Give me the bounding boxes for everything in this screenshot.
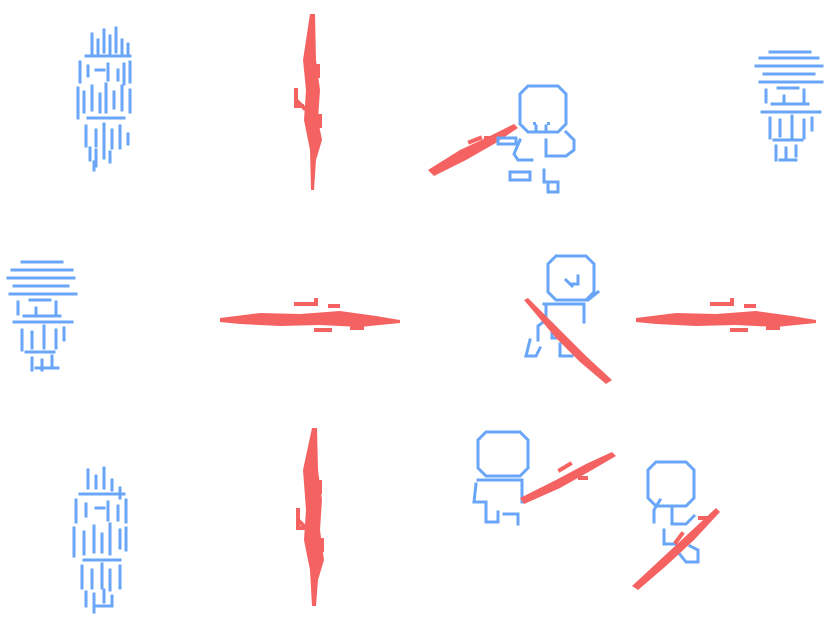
ghost-sprite-mid-left	[6, 260, 78, 372]
hero-sword-right-forward	[472, 430, 616, 526]
horizontal-slash-center	[220, 298, 400, 332]
hero-sword-right-up	[428, 84, 576, 194]
hero-sword-down-left	[632, 460, 720, 590]
ghost-sprite-top-right	[754, 50, 824, 162]
vertical-slash-top	[294, 14, 322, 190]
ghost-sprite-bottom-left	[72, 466, 128, 614]
ghost-sprite-top-left	[76, 26, 132, 172]
vertical-slash-bottom	[296, 428, 324, 606]
horizontal-slash-right	[636, 298, 816, 332]
hero-sword-down-right	[524, 254, 612, 384]
